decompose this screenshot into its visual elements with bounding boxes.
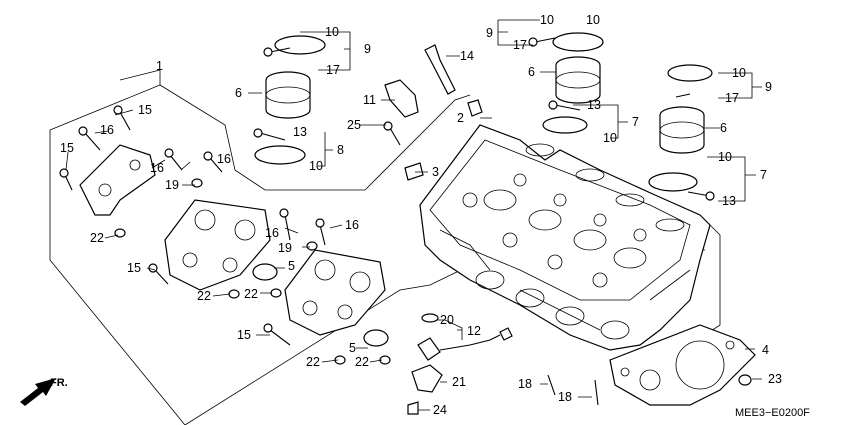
callout-1: 1 <box>156 59 163 73</box>
callout-8: 8 <box>337 143 344 157</box>
callout-16: 16 <box>217 152 231 166</box>
callout-20: 20 <box>440 313 454 327</box>
callout-7: 7 <box>632 115 639 129</box>
cylinder-head <box>419 124 711 351</box>
stud-bolts <box>547 374 599 406</box>
stud-bolt <box>424 44 456 95</box>
callout-7: 7 <box>760 168 767 182</box>
spark-plug <box>384 79 419 118</box>
callout-5: 5 <box>349 341 356 355</box>
callout-17: 17 <box>513 38 527 52</box>
callout-10: 10 <box>603 131 617 145</box>
callout-13: 13 <box>587 98 601 112</box>
callout-23: 23 <box>768 372 782 386</box>
callout-10: 10 <box>540 13 554 27</box>
callout-19: 19 <box>165 178 179 192</box>
callout-22: 22 <box>306 355 320 369</box>
callout-9: 9 <box>765 80 772 94</box>
o-ring <box>363 329 389 347</box>
leader-lines <box>65 19 762 411</box>
callout-10: 10 <box>718 150 732 164</box>
washers <box>114 178 752 386</box>
temperature-sensor <box>417 327 513 361</box>
callout-16: 16 <box>100 123 114 137</box>
bolts <box>59 37 715 346</box>
callout-18: 18 <box>518 377 532 391</box>
callout-16: 16 <box>265 226 279 240</box>
bracket-bolt <box>407 401 419 415</box>
callout-2: 2 <box>457 111 464 125</box>
callout-25: 25 <box>347 118 361 132</box>
callout-22: 22 <box>244 287 258 301</box>
callout-15: 15 <box>138 103 152 117</box>
callout-9: 9 <box>486 26 493 40</box>
callout-22: 22 <box>355 355 369 369</box>
callout-15: 15 <box>237 328 251 342</box>
callout-10: 10 <box>325 25 339 39</box>
callout-15: 15 <box>60 141 74 155</box>
front-direction-label: FR. <box>50 377 68 389</box>
callout-numbers: 1 2 3 4 5 5 6 6 6 7 7 8 9 9 9 10 10 10 1… <box>60 13 782 417</box>
dowel-pin <box>467 99 483 117</box>
clamp-band <box>254 32 713 192</box>
diagram-code: MEE3−E0200F <box>735 407 810 419</box>
callout-13: 13 <box>293 125 307 139</box>
callout-14: 14 <box>460 49 474 63</box>
callout-3: 3 <box>432 165 439 179</box>
callout-4: 4 <box>762 343 769 357</box>
callout-19: 19 <box>278 241 292 255</box>
callout-6: 6 <box>528 65 535 79</box>
callout-10: 10 <box>586 13 600 27</box>
callout-10: 10 <box>732 66 746 80</box>
callout-10: 10 <box>309 159 323 173</box>
o-ring <box>252 263 278 281</box>
callout-9: 9 <box>364 42 371 56</box>
callout-13: 13 <box>722 194 736 208</box>
callout-12: 12 <box>467 324 481 338</box>
insulator-center <box>555 56 601 104</box>
insulator-left <box>265 71 311 119</box>
insulator-right <box>659 106 705 154</box>
callout-18: 18 <box>558 390 572 404</box>
callout-11: 11 <box>363 93 376 107</box>
camshaft-holder-right <box>284 249 386 336</box>
head-gasket <box>609 324 756 406</box>
front-direction-arrow-icon <box>20 378 56 406</box>
sensor-bracket <box>411 364 443 393</box>
camshaft-holder-rear <box>79 144 156 216</box>
camshaft-holder-left <box>164 199 271 291</box>
callout-17: 17 <box>725 91 739 105</box>
callout-6: 6 <box>720 121 727 135</box>
callout-15: 15 <box>127 261 141 275</box>
callout-21: 21 <box>452 375 466 389</box>
callout-22: 22 <box>90 231 104 245</box>
callout-24: 24 <box>433 403 447 417</box>
plug <box>404 162 424 181</box>
callout-22: 22 <box>197 289 211 303</box>
callout-6: 6 <box>235 86 242 100</box>
callout-5: 5 <box>288 259 295 273</box>
callout-16: 16 <box>345 218 359 232</box>
callout-16: 16 <box>150 161 164 175</box>
callout-17: 17 <box>326 63 340 77</box>
